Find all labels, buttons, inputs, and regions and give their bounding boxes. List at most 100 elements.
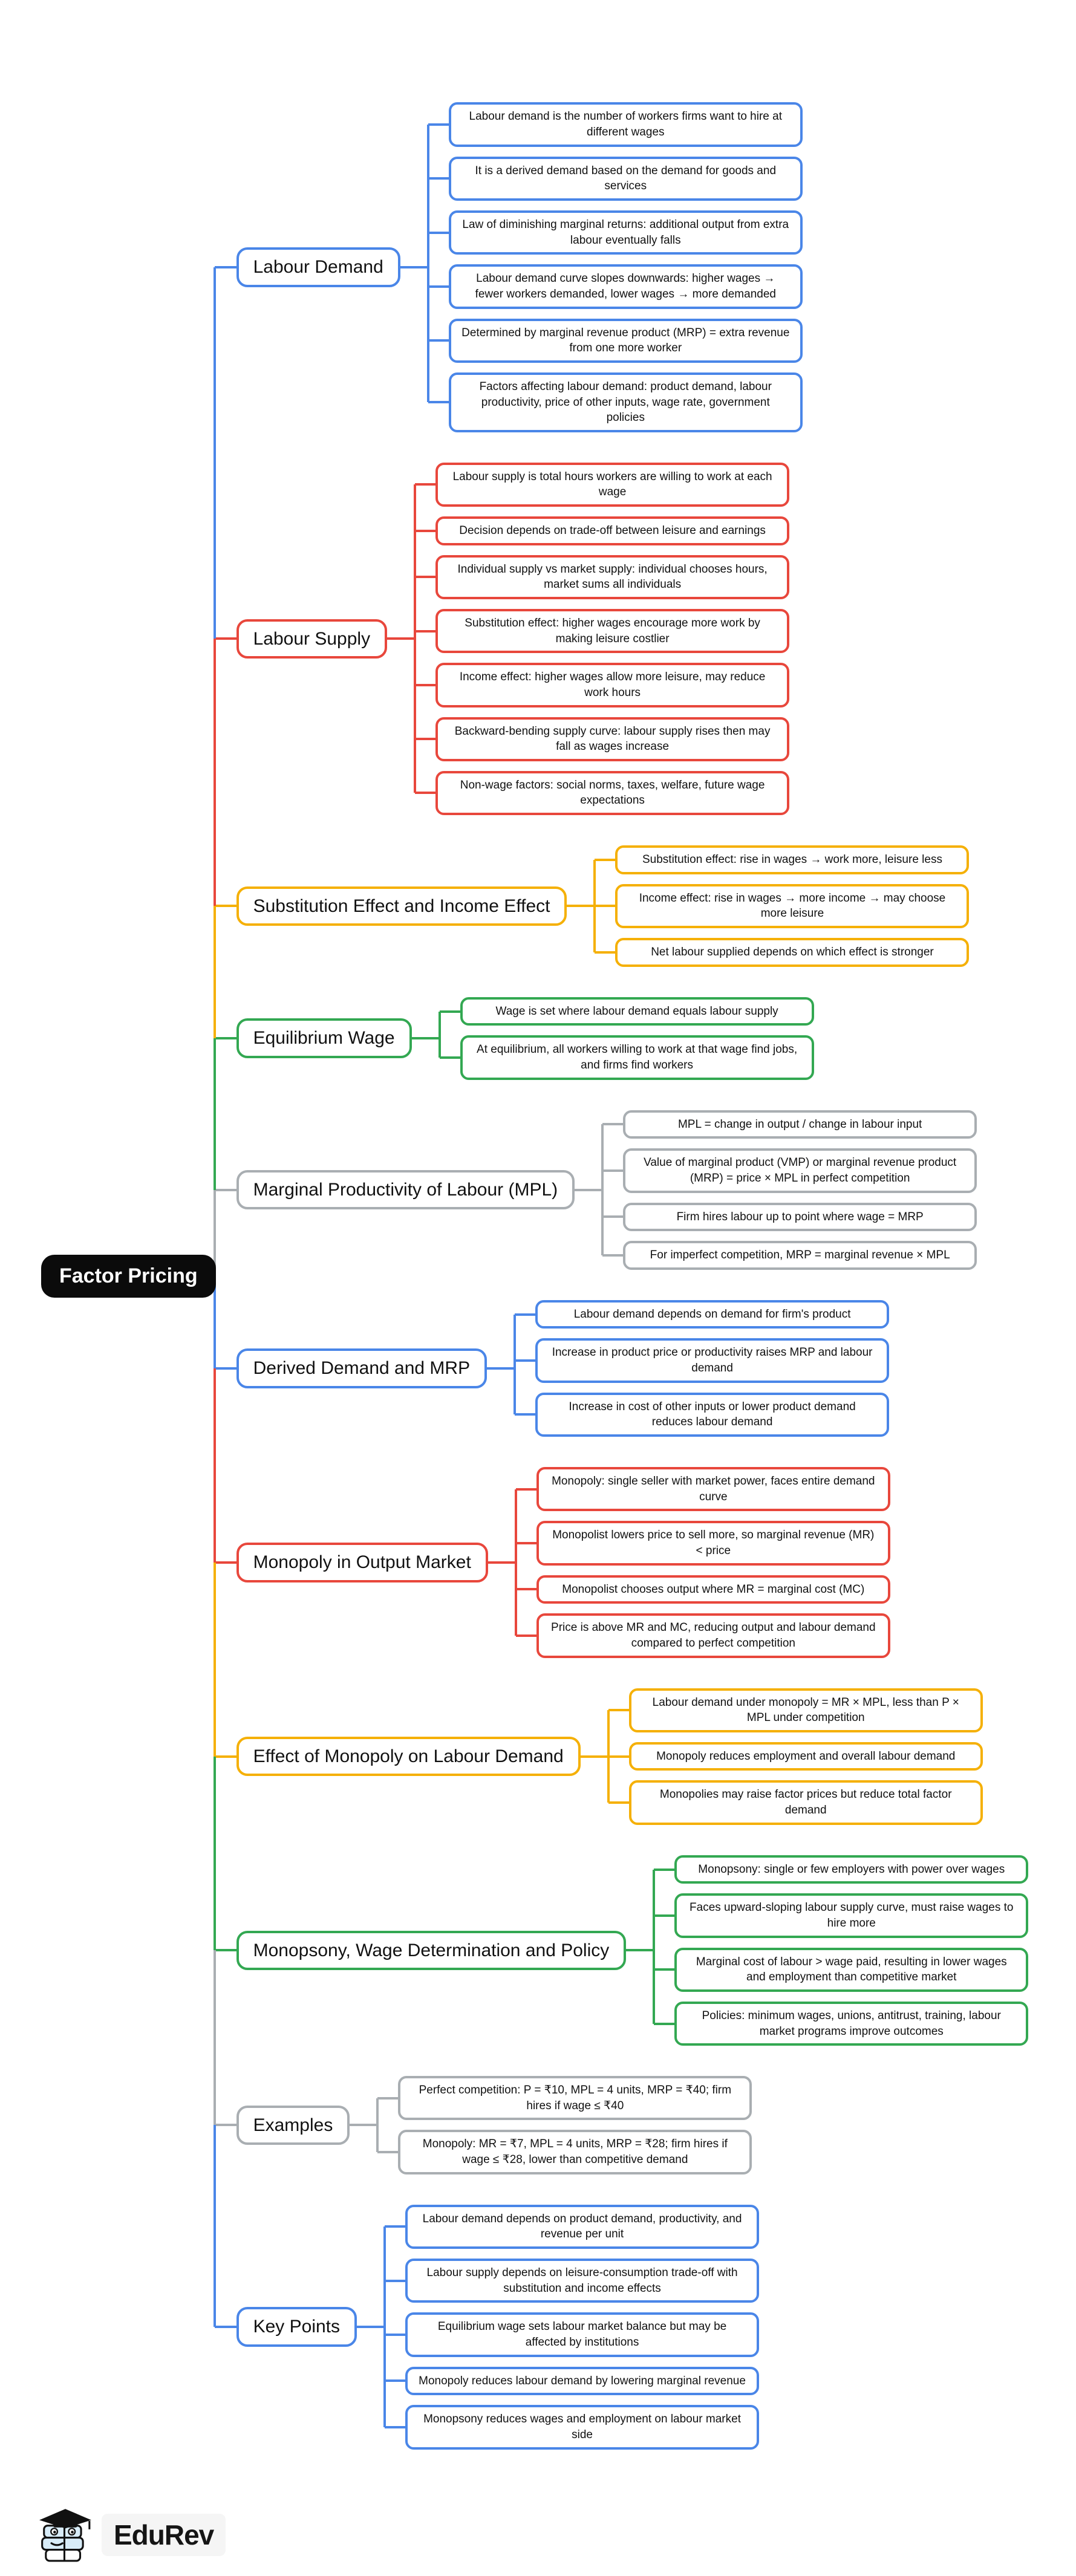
child-text: Labour demand depends on demand for firm… <box>535 1299 890 1329</box>
branch-label: Monopsony, Wage Determination and Policy <box>236 1930 627 1971</box>
child-text: Labour demand depends on product demand,… <box>405 2204 760 2249</box>
trunk-segment <box>213 2125 216 2190</box>
child-node: Substitution effect: higher wages encour… <box>414 604 790 659</box>
branch-monopsony-wage-policy: Monopsony, Wage Determination and Policy… <box>213 1839 1029 2061</box>
child-node: Monopsony reduces wages and employment o… <box>383 2400 760 2454</box>
child-node: Policies: minimum wages, unions, antitru… <box>653 1996 1029 2051</box>
branch-monopoly-output-market: Monopoly in Output Market Monopoly: sing… <box>213 1452 1029 1673</box>
child-text: Substitution effect: rise in wages → wor… <box>615 845 970 874</box>
child-node: Labour demand depends on product demand,… <box>383 2200 760 2254</box>
branch-children: Labour demand under monopoly = MR × MPL,… <box>607 1683 983 1830</box>
branch-label: Labour Supply <box>236 619 388 659</box>
child-text: Factors affecting labour demand: product… <box>448 372 803 432</box>
branch-children: Perfect competition: P = ₹10, MPL = 4 un… <box>376 2071 752 2179</box>
child-node: Monopoly: MR = ₹7, MPL = 4 units, MRP = … <box>376 2125 752 2179</box>
edurev-mascot-icon <box>39 2509 91 2562</box>
child-text: Income effect: higher wages allow more l… <box>435 663 790 707</box>
branch-equilibrium-wage: Equilibrium Wage Wage is set where labou… <box>213 981 1029 1095</box>
child-text: Law of diminishing marginal returns: add… <box>448 210 803 255</box>
child-node: Monopolist chooses output where MR = mar… <box>514 1570 890 1609</box>
trunk-segment <box>213 1562 216 1673</box>
child-text: Firm hires labour up to point where wage… <box>623 1202 977 1232</box>
child-text: Monopoly reduces employment and overall … <box>628 1742 983 1771</box>
child-node: Monopolist lowers price to sell more, so… <box>514 1516 890 1570</box>
child-text: Labour demand curve slopes downwards: hi… <box>448 264 803 309</box>
child-node: Factors affecting labour demand: product… <box>426 367 803 437</box>
child-text: Income effect: rise in wages → more inco… <box>615 883 970 929</box>
child-node: It is a derived demand based on the dema… <box>426 151 803 206</box>
child-text: Monopsony reduces wages and employment o… <box>405 2405 760 2450</box>
branch-derived-demand-mrp: Derived Demand and MRP Labour demand dep… <box>213 1284 1029 1452</box>
trunk-segment <box>213 267 216 447</box>
branch-label: Labour Demand <box>236 247 400 287</box>
child-node: At equilibrium, all workers willing to w… <box>438 1030 814 1084</box>
branch-mpl: Marginal Productivity of Labour (MPL) MP… <box>213 1094 1029 1285</box>
branch-children: Labour supply is total hours workers are… <box>414 458 790 820</box>
child-node: Increase in product price or productivit… <box>514 1333 890 1388</box>
child-node: Monopoly reduces labour demand by loweri… <box>383 2361 760 2401</box>
branch-label: Substitution Effect and Income Effect <box>236 886 567 926</box>
child-text: Perfect competition: P = ₹10, MPL = 4 un… <box>398 2076 752 2121</box>
branch-label: Effect of Monopoly on Labour Demand <box>236 1736 581 1777</box>
trunk-segment <box>213 2061 216 2126</box>
child-node: Income effect: higher wages allow more l… <box>414 658 790 712</box>
branch-label: Monopoly in Output Market <box>236 1543 488 1582</box>
child-text: At equilibrium, all workers willing to w… <box>460 1035 814 1080</box>
child-text: Decision depends on trade-off between le… <box>435 516 790 545</box>
trunk-segment <box>213 1094 216 1190</box>
root-node: Factor Pricing <box>42 1255 215 1296</box>
child-text: Labour demand is the number of workers f… <box>448 102 803 147</box>
child-text: Backward-bending supply curve: labour su… <box>435 717 790 761</box>
branches-column: Labour Demand Labour demand is the numbe… <box>213 87 1029 2464</box>
child-node: Monopsony: single or few employers with … <box>653 1850 1029 1889</box>
child-text: Monopoly: single seller with market powe… <box>536 1467 890 1512</box>
child-node: Increase in cost of other inputs or lowe… <box>514 1387 890 1442</box>
child-node: Labour demand is the number of workers f… <box>426 97 803 152</box>
branch-children: Labour demand depends on demand for firm… <box>514 1295 890 1442</box>
child-node: Equilibrium wage sets labour market bala… <box>383 2308 760 2362</box>
child-text: Individual supply vs market supply: indi… <box>435 555 790 599</box>
child-node: Labour demand depends on demand for firm… <box>514 1295 890 1334</box>
child-text: Increase in product price or productivit… <box>535 1338 890 1383</box>
child-text: For imperfect competition, MRP = margina… <box>623 1241 977 1270</box>
trunk-segment <box>213 1839 216 1951</box>
edurev-wordmark: EduRev <box>102 2514 226 2556</box>
trunk-segment <box>213 1673 216 1757</box>
child-node: Value of marginal product (VMP) or margi… <box>601 1143 977 1198</box>
branch-label: Key Points <box>236 2307 357 2347</box>
child-text: Labour supply depends on leisure-consump… <box>405 2259 760 2303</box>
child-text: Monopoly: MR = ₹7, MPL = 4 units, MRP = … <box>398 2130 752 2174</box>
child-node: Income effect: rise in wages → more inco… <box>593 879 970 934</box>
child-text: Policies: minimum wages, unions, antitru… <box>674 2001 1029 2046</box>
child-text: Net labour supplied depends on which eff… <box>615 938 970 967</box>
child-text: Increase in cost of other inputs or lowe… <box>535 1392 890 1437</box>
child-node: Labour supply is total hours workers are… <box>414 458 790 512</box>
branch-effect-monopoly-labour-demand: Effect of Monopoly on Labour Demand Labo… <box>213 1673 1029 1840</box>
child-node: Non-wage factors: social norms, taxes, w… <box>414 766 790 820</box>
branch-children: Labour demand depends on product demand,… <box>383 2200 760 2454</box>
child-text: MPL = change in output / change in labou… <box>623 1110 977 1139</box>
branch-labour-demand: Labour Demand Labour demand is the numbe… <box>213 87 1029 447</box>
branch-label: Equilibrium Wage <box>236 1018 412 1058</box>
branch-examples: Examples Perfect competition: P = ₹10, M… <box>213 2061 1029 2190</box>
trunk-segment <box>213 1189 216 1285</box>
child-node: Individual supply vs market supply: indi… <box>414 550 790 604</box>
trunk-segment <box>213 1368 216 1452</box>
trunk-segment <box>213 906 216 982</box>
child-node: Wage is set where labour demand equals l… <box>438 992 814 1031</box>
child-node: Firm hires labour up to point where wage… <box>601 1197 977 1237</box>
child-text: Monopolies may raise factor prices but r… <box>628 1780 983 1825</box>
trunk-segment <box>213 830 216 906</box>
child-text: Monopolist lowers price to sell more, so… <box>536 1521 890 1566</box>
child-node: Determined by marginal revenue product (… <box>426 313 803 368</box>
child-node: MPL = change in output / change in labou… <box>601 1105 977 1144</box>
child-node: Monopoly: single seller with market powe… <box>514 1462 890 1517</box>
child-node: Labour demand curve slopes downwards: hi… <box>426 259 803 314</box>
child-text: It is a derived demand based on the dema… <box>448 156 803 201</box>
branch-children: Wage is set where labour demand equals l… <box>438 992 814 1085</box>
child-text: Value of marginal product (VMP) or margi… <box>623 1148 977 1193</box>
trunk-segment <box>213 981 216 1039</box>
child-node: Substitution effect: rise in wages → wor… <box>593 841 970 879</box>
